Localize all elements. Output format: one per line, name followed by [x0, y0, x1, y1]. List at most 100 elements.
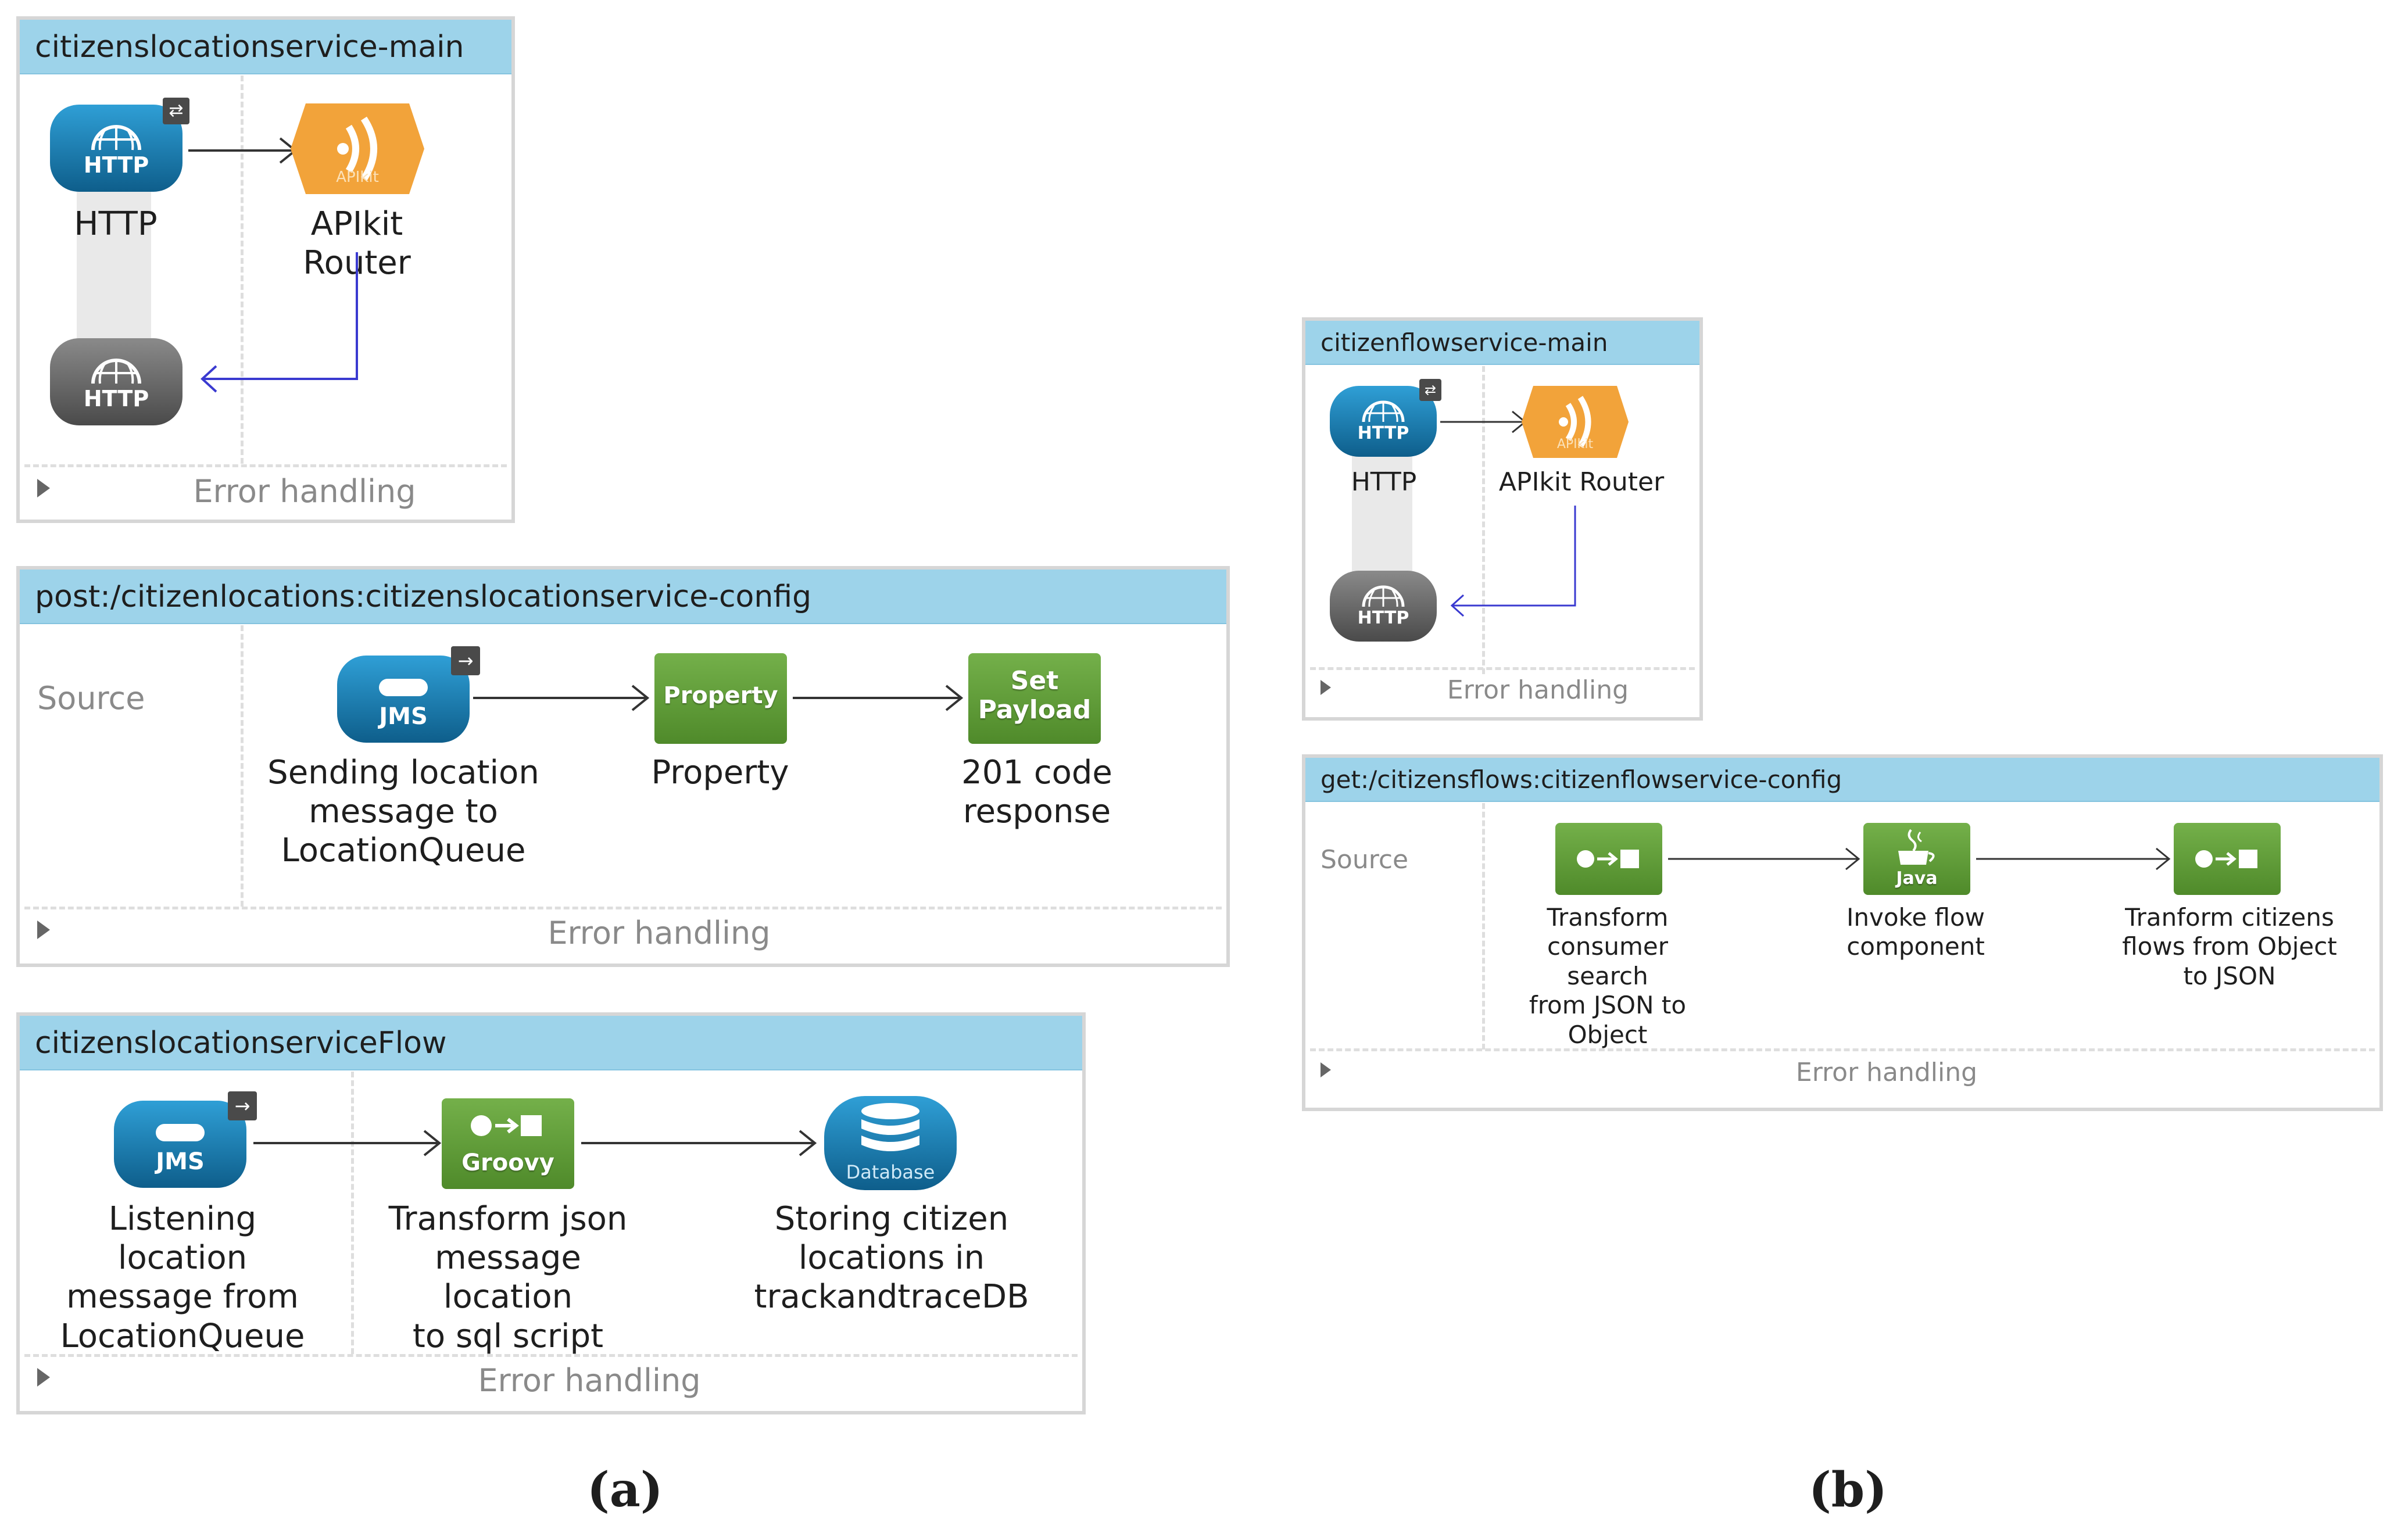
error-handling-label[interactable]: Error handling: [1795, 1058, 1978, 1087]
database-connector-icon[interactable]: Database: [824, 1096, 957, 1190]
divider: [24, 464, 507, 467]
divider: [24, 1354, 1078, 1357]
transform-message-icon[interactable]: [1555, 823, 1662, 895]
flow-citizenflowservice-main: citizenflowservice-main HTTP ⇄ HTTP APIk…: [1302, 317, 1703, 721]
jms-endpoint-icon[interactable]: JMS: [114, 1101, 246, 1188]
label-line: Storing citizen: [774, 1200, 1009, 1238]
groovy-icon-text: Groovy: [461, 1149, 554, 1176]
setpayload-icon-text: Set: [1010, 666, 1059, 696]
error-handling-label[interactable]: Error handling: [1447, 675, 1629, 705]
label-line: trackandtraceDB: [754, 1278, 1029, 1316]
outbound-icon: →: [228, 1091, 257, 1120]
http-icon-text: HTTP: [83, 152, 149, 178]
label-line: message to: [309, 793, 498, 831]
panel-b-caption: (b): [1809, 1462, 1887, 1518]
http-icon-text: HTTP: [1357, 608, 1409, 628]
jms-endpoint-icon[interactable]: JMS: [337, 656, 470, 743]
plug-icon: [156, 1124, 205, 1141]
label-line: flows from Object: [2122, 932, 2337, 961]
flow-title: get:/citizensflows:citizenflowservice-co…: [1305, 758, 2379, 802]
java-icon-text: Java: [1896, 868, 1938, 889]
divider: [24, 907, 1222, 909]
divider: [1482, 366, 1485, 674]
globe-icon: [91, 125, 141, 151]
response-connector: [77, 188, 151, 357]
database-icon: [861, 1103, 919, 1151]
response-connector: [1352, 454, 1412, 588]
label-line: to JSON: [2183, 961, 2276, 990]
expand-error-handling-icon[interactable]: [1321, 1062, 1331, 1077]
set-payload-icon[interactable]: Set Payload: [968, 653, 1101, 744]
http-response-icon[interactable]: HTTP: [50, 338, 182, 425]
http-response-icon[interactable]: HTTP: [1330, 571, 1437, 642]
flow-arrow: [1976, 847, 2171, 871]
flow-arrow: [581, 1130, 817, 1156]
globe-icon: [1362, 400, 1405, 422]
divider: [241, 76, 244, 464]
outbound-icon: →: [451, 646, 480, 675]
globe-icon: [1362, 585, 1405, 607]
label-line: to sql script: [412, 1317, 604, 1355]
label-line: component: [1847, 932, 1985, 961]
error-handling-label[interactable]: Error handling: [478, 1362, 701, 1399]
flow-get-citizensflows: get:/citizensflows:citizenflowservice-co…: [1302, 754, 2383, 1111]
flow-arrow: [253, 1130, 442, 1156]
transform-message-icon[interactable]: [2174, 823, 2281, 895]
database-icon-text: Database: [846, 1161, 935, 1183]
label-line: Tranform citizens: [2125, 903, 2334, 932]
database-label: Storing citizen locations in trackandtra…: [746, 1199, 1037, 1317]
flow-arrow: [473, 685, 650, 711]
globe-icon: [91, 359, 141, 384]
divider: [1482, 803, 1485, 1050]
panel-a-caption: (a): [587, 1462, 663, 1518]
divider: [1310, 1048, 2375, 1051]
flow-arrow: [1668, 847, 1860, 871]
label-line: LocationQueue: [60, 1317, 305, 1355]
flow-arrow: [1440, 410, 1527, 434]
flow-citizenslocationserviceFlow: citizenslocationserviceFlow JMS → Listen…: [16, 1012, 1086, 1414]
flow-title: citizenflowservice-main: [1305, 321, 1699, 365]
http-listener-icon[interactable]: HTTP: [50, 105, 182, 192]
label-line: message location: [435, 1239, 581, 1316]
java-component-icon[interactable]: Java: [1863, 823, 1970, 895]
error-handling-label[interactable]: Error handling: [547, 915, 771, 951]
property-label: Property: [651, 754, 789, 792]
label-line: locations in: [798, 1239, 985, 1277]
http-label: HTTP: [1351, 467, 1417, 497]
label-line: Sending location: [267, 754, 539, 792]
http-icon-text: HTTP: [1357, 423, 1409, 443]
source-label: Source: [1321, 845, 1409, 875]
label-line: Invoke flow: [1846, 903, 1985, 932]
expand-error-handling-icon[interactable]: [1321, 680, 1331, 695]
flow-title: post:/citizenlocations:citizenslocations…: [20, 570, 1226, 624]
label-line: Transform json: [388, 1200, 628, 1238]
label-line: LocationQueue: [281, 832, 526, 870]
exchange-pattern-icon: ⇄: [1419, 379, 1441, 401]
exchange-pattern-icon: ⇄: [163, 98, 189, 124]
transform-icon: [1577, 850, 1639, 868]
error-handling-label[interactable]: Error handling: [193, 473, 416, 510]
apikit-label: APIkit Router: [1498, 467, 1665, 497]
expand-error-handling-icon[interactable]: [37, 1368, 50, 1387]
transform-consumer-label: Transform consumer search from JSON to O…: [1503, 903, 1712, 1050]
jms-icon-text: JMS: [379, 703, 428, 730]
label-line: from JSON to: [1529, 991, 1687, 1020]
label-line: Object: [1568, 1020, 1648, 1049]
jms-icon-text: JMS: [156, 1148, 205, 1175]
groovy-transformer-icon[interactable]: Groovy: [442, 1098, 574, 1189]
property-transformer-icon[interactable]: Property: [654, 653, 787, 744]
apikit-router-icon[interactable]: [291, 103, 424, 194]
property-icon-text: Property: [663, 682, 778, 709]
plug-icon: [379, 679, 428, 696]
transform-icon: [2195, 850, 2257, 868]
http-icon-text: HTTP: [83, 386, 149, 411]
expand-error-handling-icon[interactable]: [37, 479, 50, 497]
label-line: Listening location: [108, 1200, 257, 1277]
divider: [351, 1072, 354, 1354]
source-label: Source: [37, 680, 145, 717]
flow-citizenslocationservice-main: citizenslocationservice-main HTTP ⇄ HTTP…: [16, 16, 515, 523]
apikit-router-icon[interactable]: [1522, 386, 1629, 458]
expand-error-handling-icon[interactable]: [37, 921, 50, 939]
label-line: Transform: [1547, 903, 1669, 932]
http-listener-icon[interactable]: HTTP: [1330, 386, 1437, 457]
